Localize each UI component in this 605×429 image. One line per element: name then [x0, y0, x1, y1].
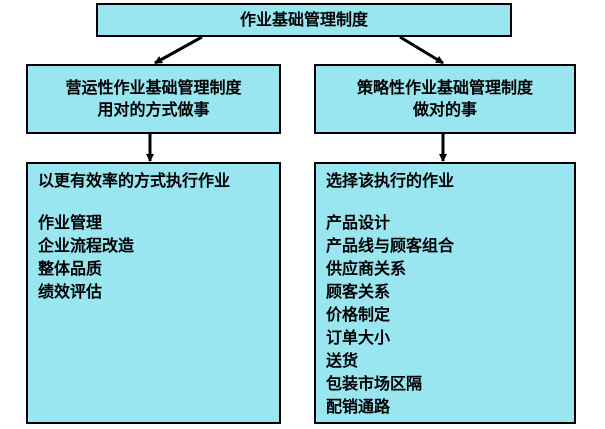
operational-list-item: 绩效评估 [38, 282, 103, 301]
strategic-list-item: 配销通路 [326, 397, 391, 416]
arrow-top-to-right [399, 35, 444, 65]
strategic-list-item: 包装市场区隔 [326, 374, 423, 393]
strategic-list-item: 顾客关系 [326, 282, 391, 301]
top-node-title: 作业基础管理制度 [239, 10, 368, 29]
strategic-list-item: 送货 [326, 351, 359, 370]
strategic-list-item: 供应商关系 [326, 259, 407, 278]
strategic-list-item: 产品设计 [326, 213, 391, 232]
strategic-node-subtitle: 做对的事 [412, 100, 477, 119]
operational-node-box: 营运性作业基础管理制度 用对的方式做事 [26, 64, 281, 134]
strategic-list-item: 价格制定 [326, 305, 391, 324]
top-node-box: 作业基础管理制度 [96, 3, 512, 37]
operational-list-item: 整体品质 [38, 259, 103, 278]
strategic-node-box: 策略性作业基础管理制度 做对的事 [314, 64, 576, 134]
operational-list-box: 以更有效率的方式执行作业 作业管理 企业流程改造 整体品质 绩效评估 [26, 162, 281, 424]
strategic-list-heading: 选择该执行的作业 [326, 171, 455, 190]
strategic-node-title: 策略性作业基础管理制度 [356, 78, 533, 97]
operational-node-subtitle: 用对的方式做事 [97, 100, 210, 119]
operational-node-title: 营运性作业基础管理制度 [65, 78, 242, 97]
strategic-list-box: 选择该执行的作业 产品设计 产品线与顾客组合 供应商关系 顾客关系 价格制定 订… [314, 162, 576, 424]
strategic-list-item: 订单大小 [326, 328, 391, 347]
arrow-top-to-left [154, 35, 203, 65]
operational-list-heading: 以更有效率的方式执行作业 [38, 171, 231, 190]
strategic-list-item: 产品线与顾客组合 [326, 236, 455, 255]
operational-list-item: 企业流程改造 [38, 236, 135, 255]
operational-list-item: 作业管理 [38, 213, 103, 232]
